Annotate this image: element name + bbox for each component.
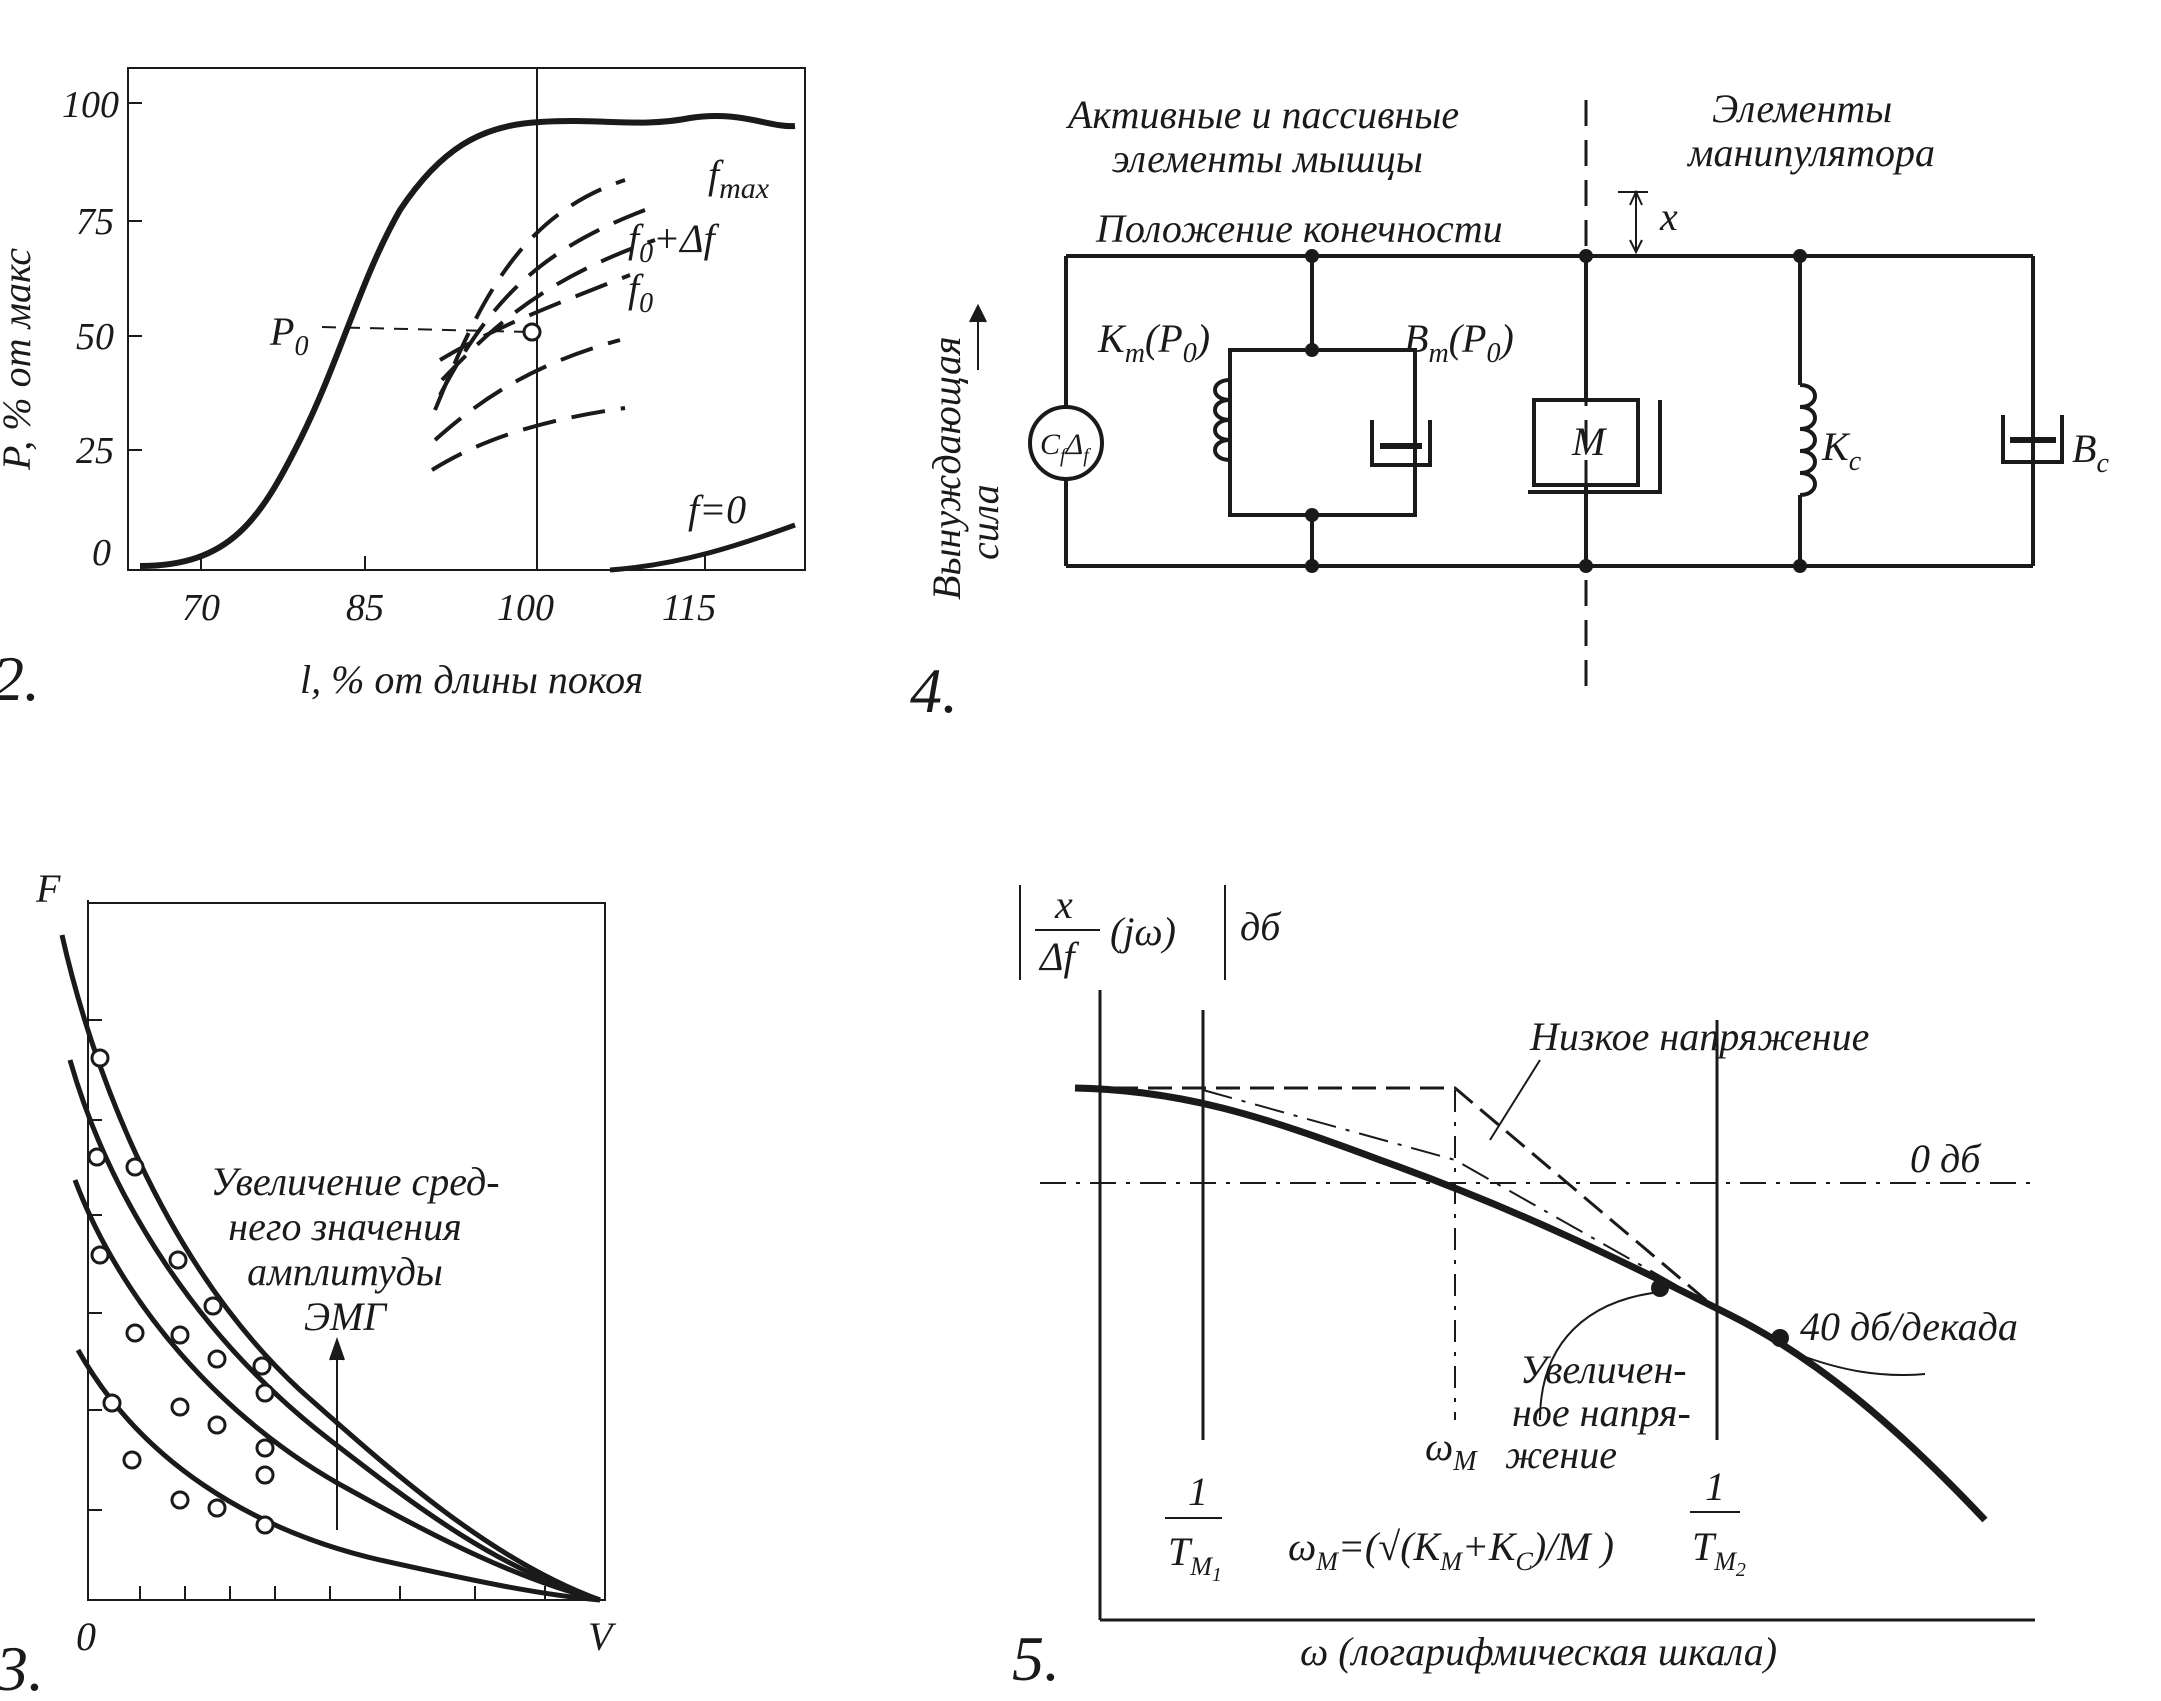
fig4-spring-kc [1799, 383, 1817, 497]
fig5-formula: ωM=(√(KM+KC)/M ) [1288, 1524, 1614, 1576]
figure-5: x Δf (jω) дб 5. 0 дб Низкое напряжение У… [1012, 882, 2035, 1694]
fig4-label-km: Km(P0) [1097, 316, 1210, 369]
fig2-plot-frame [127, 67, 806, 571]
fig5-figure-number: 5. [1012, 1623, 1060, 1694]
fig3-figure-number: 3. [0, 1633, 44, 1701]
fig3-origin-label: 0 [76, 1614, 96, 1659]
figure-4: Активные и пассивные элементы мышцы Элем… [910, 86, 2109, 726]
fig4-force-arrow [969, 303, 987, 370]
fig5-y-label-unit: дб [1240, 904, 1282, 949]
fig4-force-label-2: сила [962, 484, 1007, 560]
fig4-node [1579, 559, 1593, 573]
fig4-heading-right-2: манипулятора [1686, 130, 1935, 175]
fig3-curves [59, 934, 601, 1603]
fig5-x-axis-label: ω (логарифмическая шкала) [1300, 1629, 1777, 1674]
fig2-x-tick-100: 100 [497, 587, 554, 629]
figure-2: 100 75 50 25 0 70 85 100 115 P, % от мак… [0, 67, 806, 714]
fig4-heading-left-2: элементы мышцы [1112, 136, 1423, 181]
fig3-data-points [87, 1048, 275, 1535]
fig4-force-label: Вынуждающая [924, 336, 969, 600]
fig3-x-tick-marks [139, 1586, 546, 1600]
fig3-annotation: Увеличение сред- него значения амплитуды… [210, 1159, 509, 1339]
fig4-mass-block [1532, 398, 1640, 487]
fig4-label-bc: Bc [2072, 426, 2109, 479]
fig4-node [1305, 559, 1319, 573]
fig4-damper-bm [1370, 420, 1432, 467]
fig4-node [1793, 559, 1807, 573]
fig2-y-axis-label: P, % от макс [0, 248, 39, 471]
fig3-annotation-arrow [329, 1336, 345, 1530]
fig4-force-source [1028, 405, 1104, 481]
fig4-source-label: CfΔf [1040, 428, 1091, 467]
fig2-curve-fzero [609, 522, 796, 573]
fig4-figure-number: 4. [910, 655, 958, 726]
fig2-x-axis-label: l, % от длины покоя [300, 657, 643, 702]
fig4-heading-right-1: Элементы [1712, 86, 1892, 131]
fig2-y-tick-0: 0 [92, 532, 111, 574]
fig5-high-voltage-leader [1539, 1291, 1661, 1421]
fig5-curve-high-voltage [1074, 1084, 1988, 1523]
fig4-spring-km [1213, 378, 1231, 462]
fig4-mass-ground [1528, 400, 1662, 494]
fig4-node [1305, 343, 1319, 357]
fig4-node [1579, 249, 1593, 263]
fig2-dashed-curves [430, 178, 656, 472]
fig4-x-arrow [1618, 189, 1648, 255]
fig2-curve-fmax [139, 112, 796, 569]
fig3-y-tick-marks [88, 1019, 102, 1511]
fig5-slope-label: 40 дб/декада [1800, 1304, 2018, 1349]
figure-3: F 0 V 3. Увеличение сред- него значения … [0, 866, 617, 1701]
fig2-label-f0: f0 [628, 266, 653, 319]
fig4-node [1793, 249, 1807, 263]
fig4-damper-bc [2001, 415, 2064, 464]
fig5-omega-m-label: ωM [1425, 1424, 1478, 1477]
fig2-x-tick-70: 70 [182, 587, 220, 629]
fig4-x-label: x [1659, 194, 1678, 239]
fig5-point-2 [1771, 1329, 1789, 1347]
fig5-point-1 [1651, 1279, 1669, 1297]
fig2-label-p0: P0 [269, 309, 308, 362]
fig2-p0-guide [321, 326, 533, 333]
fig2-y-tick-25: 25 [76, 430, 114, 472]
fig4-label-kc: Kc [1821, 424, 1862, 477]
fig4-muscle-parallel-box [1228, 348, 1417, 517]
fig5-high-voltage-label: Увеличен- ное напря- жение [1505, 1347, 1701, 1477]
fig5-t2-num: 1 [1705, 1464, 1725, 1509]
fig5-curve-low-voltage [1080, 1086, 1721, 1314]
fig2-label-fmax: fmax [708, 152, 770, 205]
fig5-t1-den: TM1 [1168, 1529, 1222, 1586]
fig2-x-tick-115: 115 [662, 587, 716, 629]
fig3-y-label: F [35, 866, 61, 911]
fig2-y-tick-50: 50 [76, 316, 114, 358]
fig2-y-tick-100: 100 [62, 84, 119, 126]
fig5-y-label-tail: (jω) [1110, 909, 1176, 954]
fig5-low-voltage-leader [1489, 1059, 1541, 1141]
fig2-operating-point [522, 322, 542, 342]
fig2-x-tick-85: 85 [346, 587, 384, 629]
fig2-label-f-zero: f=0 [688, 487, 746, 532]
fig2-y-tick-marks [128, 102, 142, 451]
fig4-node [1305, 508, 1319, 522]
fig4-node [1305, 249, 1319, 263]
fig3-x-label: V [588, 1614, 617, 1659]
fig5-y-label-den: Δf [1038, 934, 1079, 979]
fig5-low-voltage-label: Низкое напряжение [1529, 1014, 1869, 1059]
fig5-t1-num: 1 [1188, 1469, 1208, 1514]
fig5-t2-den: TM2 [1692, 1524, 1746, 1581]
fig2-label-f0-plus-df: f0+Δf [628, 216, 720, 269]
fig5-slope-leader [1799, 1354, 1926, 1377]
fig2-y-tick-75: 75 [76, 201, 114, 243]
fig2-figure-number: 2. [0, 643, 40, 714]
fig5-zero-db-label: 0 дб [1910, 1136, 1982, 1181]
fig5-y-label-num: x [1054, 882, 1073, 927]
fig4-position-label: Положение конечности [1095, 206, 1503, 251]
fig4-heading-left-1: Активные и пассивные [1065, 92, 1459, 137]
fig4-label-bm: Bm(P0) [1404, 316, 1514, 369]
fig4-label-mass: M [1571, 419, 1608, 464]
